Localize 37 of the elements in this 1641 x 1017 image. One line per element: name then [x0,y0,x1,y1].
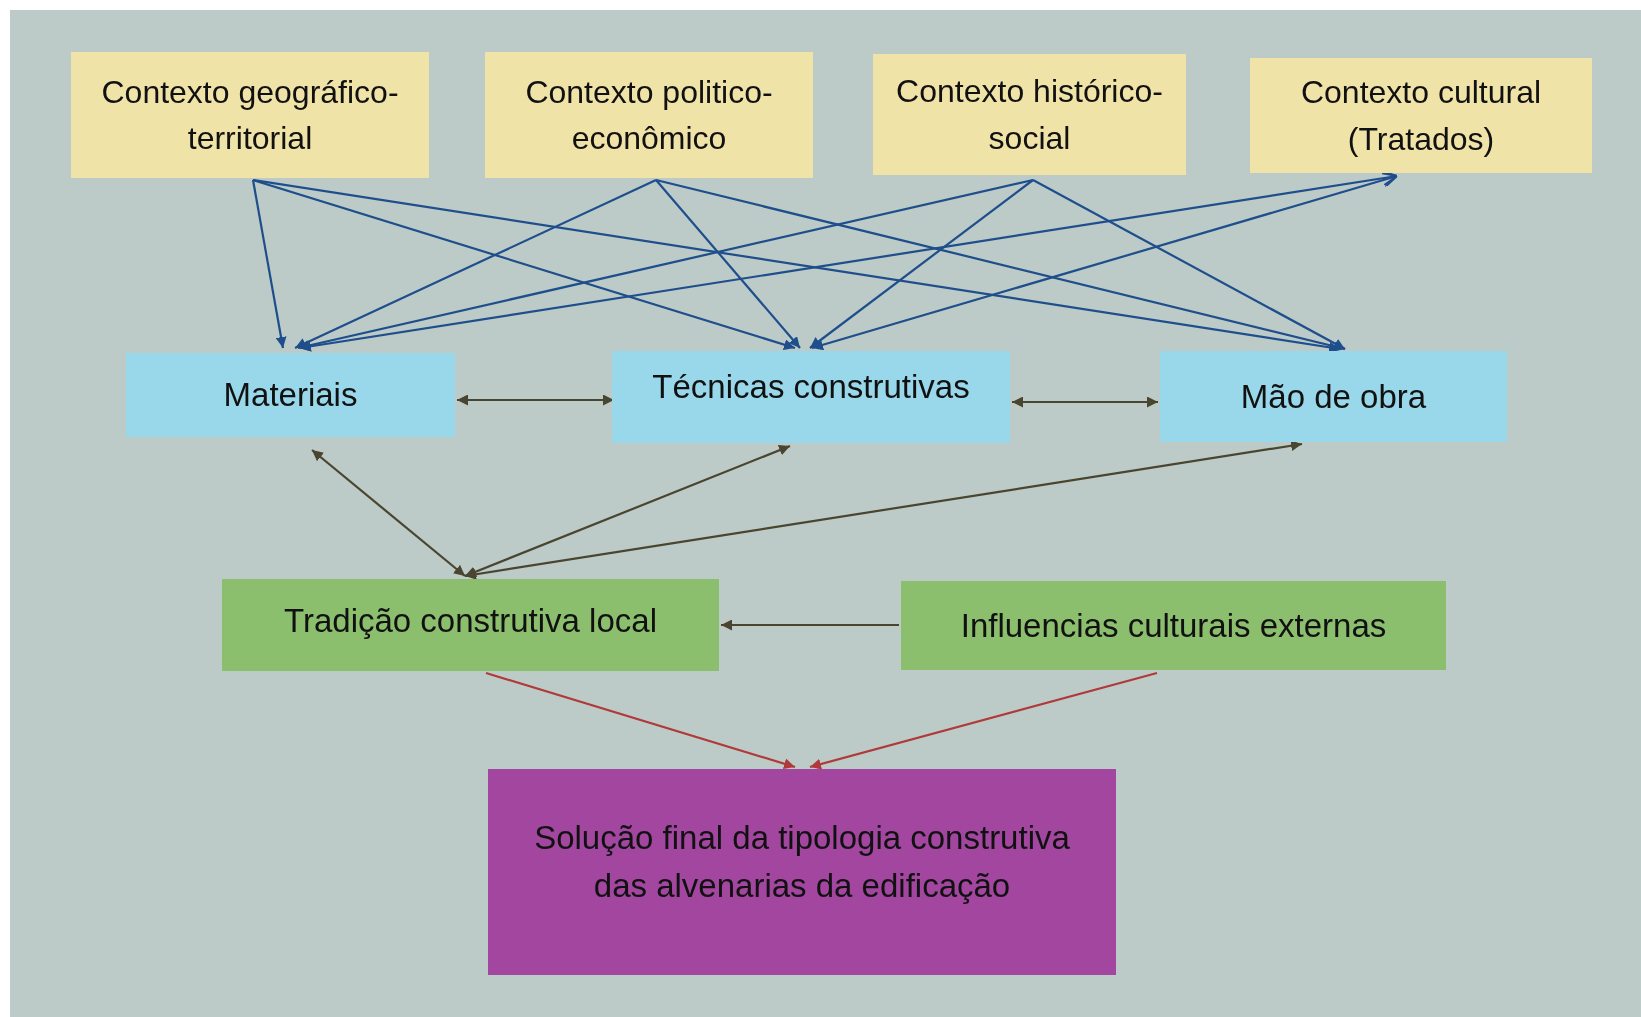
node-label: Contexto histórico-social [895,72,1164,158]
arrow [252,178,796,350]
arrow [1032,179,1346,350]
node-label: Contexto cultural (Tratados) [1299,73,1543,159]
node-label: Contexto politico-econômico [524,72,774,158]
arrow [809,671,1158,770]
node-label: Tradição construtiva local [284,601,657,642]
context-box [71,52,429,178]
factor-box [612,351,1010,443]
factor-box [1160,351,1507,442]
arrow [311,449,466,577]
node-label: Contexto geográfico-territorial [100,72,400,158]
arrow [721,619,899,631]
arrow [457,394,614,406]
factor-box [126,353,455,437]
context-box [1250,58,1592,173]
result-box [488,769,1116,975]
arrow [485,671,796,770]
arrow [464,440,1303,580]
arrow [655,178,1346,352]
arrow [811,172,1399,351]
arrow [1012,396,1158,408]
context-box [485,52,813,178]
node-label: Materiais [223,375,358,416]
node-label: Solução final da tipologia construtiva das alvenarias da edificação [533,818,1071,906]
influence-box [901,581,1446,670]
arrow [294,179,657,349]
node-label: Mão de obra [1240,376,1427,417]
node-label: Influencias culturais externas [960,605,1387,646]
arrow [655,179,801,349]
arrow [809,179,1034,349]
node-label: Técnicas construtivas [652,367,970,408]
tradition-box [222,579,719,671]
arrow [251,179,287,349]
arrow [464,444,791,578]
context-box [873,54,1186,175]
arrow [297,178,1034,351]
